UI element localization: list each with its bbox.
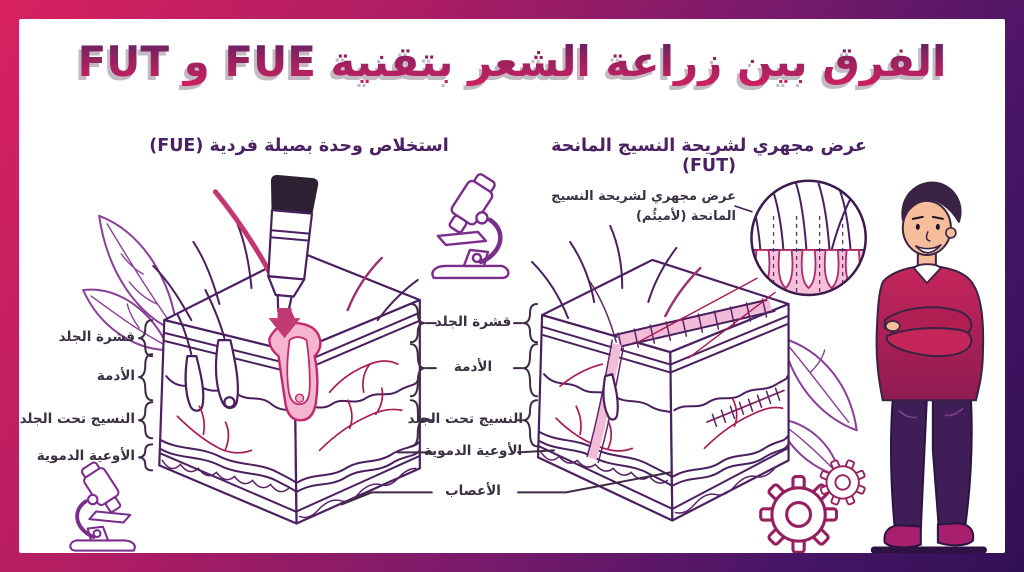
magnifier-callout-line2: المانحة (لأميئُم)	[635, 208, 736, 224]
middle-label-braces	[340, 303, 672, 506]
leaf-motif-left	[82, 214, 179, 352]
mid-label-epidermis: قشرة الجلد	[434, 314, 512, 330]
extraction-arrow-icon	[268, 308, 301, 339]
microscope-icon-top	[432, 171, 508, 278]
fue-punch-tool	[267, 175, 319, 314]
fut-hairs	[531, 224, 702, 320]
fue-hairs	[152, 222, 419, 322]
microscope-icon-bottom	[68, 457, 137, 553]
mid-label-nerves: الأعصاب	[445, 483, 501, 499]
magnifier-view	[637, 179, 867, 359]
fue-skin-block	[158, 250, 421, 525]
fue-label-dermis: الأدمة	[96, 368, 135, 384]
man-mascot	[870, 181, 987, 553]
infographic-card: الفرق بين زراعة الشعر بتقنية FUE و FUT ا…	[19, 19, 1005, 553]
mid-label-subcutaneous: النسيج تحت الجلد	[407, 411, 523, 427]
mid-label-blood-vessels: الأوعية الدموية	[423, 443, 523, 459]
diagram-canvas	[68, 19, 987, 553]
magnifier-callout-line1: عرض مجهري لشريحة النسيج	[551, 189, 736, 204]
page-title: الفرق بين زراعة الشعر بتقنية FUE و FUT	[19, 37, 1005, 86]
fut-sutured-strip	[586, 281, 776, 464]
fut-skin-block	[536, 258, 790, 522]
mid-label-dermis: الأدمة	[453, 359, 493, 375]
fue-label-epidermis: قشرة الجلد	[58, 329, 135, 345]
fue-label-braces	[138, 319, 154, 472]
fut-scar-line	[706, 387, 785, 428]
fue-subtitle: استخلاص وحدة بصيلة فردية (FUE)	[149, 136, 449, 156]
magnifier-callout: عرض مجهري لشريحة النسيج المانحة (لأميئُم…	[536, 187, 736, 226]
fue-label-blood-vessels: الأوعية الدموية	[36, 448, 135, 464]
fut-subtitle: عرض مجهري لشريحة النسيج المانحة (FUT)	[551, 136, 867, 176]
leaf-motif-right	[775, 337, 858, 478]
callout-leader-line	[734, 205, 753, 213]
fue-label-subcutaneous: النسيج تحت الجلد	[19, 411, 135, 427]
